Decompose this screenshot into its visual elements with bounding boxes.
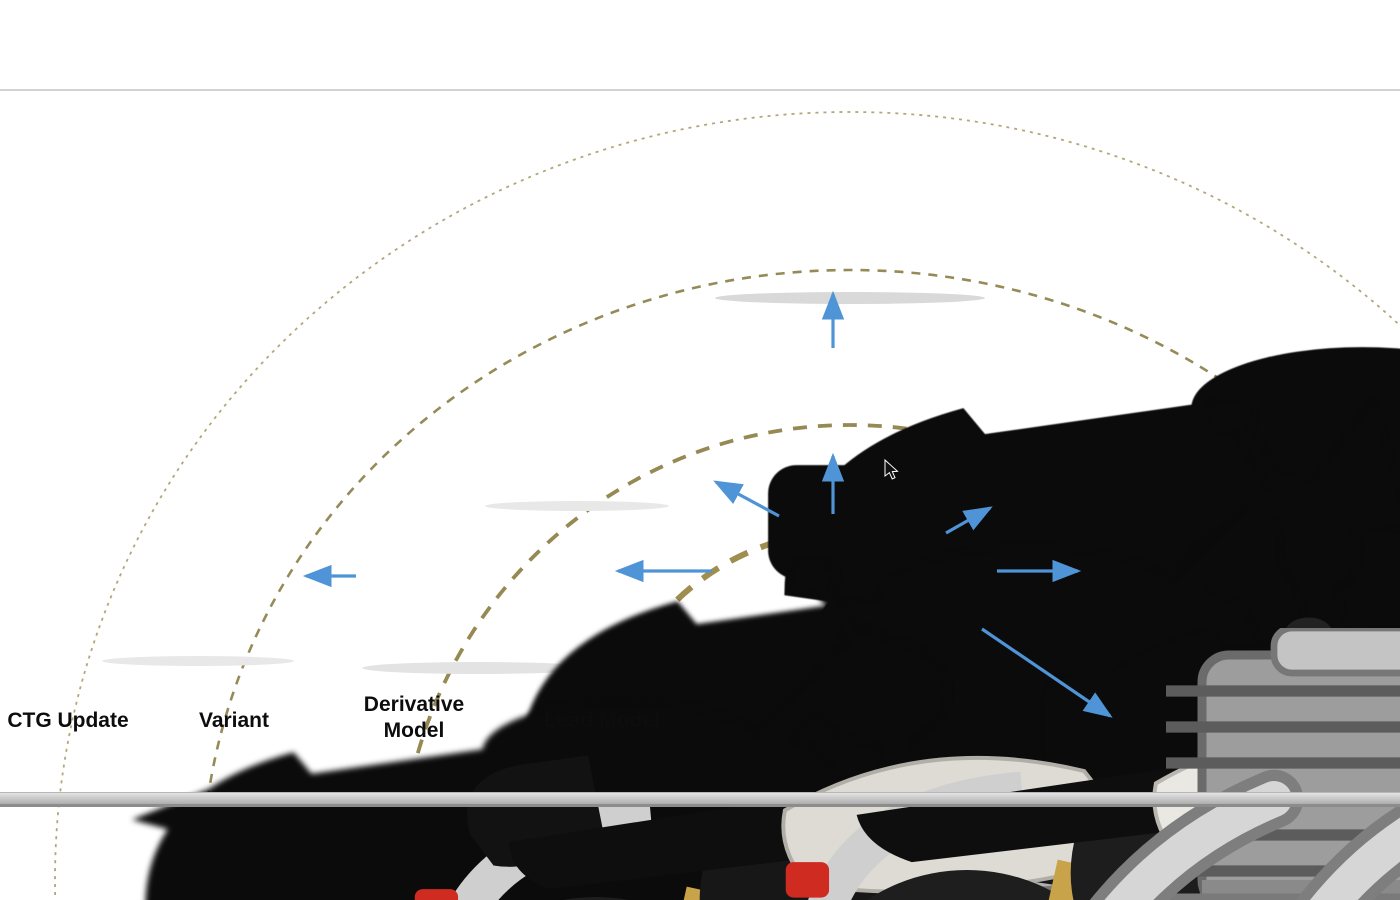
tier-label-lead-model: Lead Model <box>544 709 660 732</box>
arrow-up-left <box>713 480 780 518</box>
arrow-up-right <box>945 506 993 535</box>
tier-label-ctg-update: CTG Update <box>7 709 129 732</box>
tier-label-derivative-model: Derivative Model <box>363 693 465 743</box>
relation-arrows <box>302 290 1113 718</box>
orbit-arc-ctg-update <box>54 111 1400 900</box>
bottom-bar <box>0 792 1400 807</box>
tier-label-variant: Variant <box>198 709 270 732</box>
top-divider-line <box>0 89 1400 91</box>
mouse-cursor-icon <box>884 458 900 486</box>
arrow-down-right <box>981 627 1113 718</box>
